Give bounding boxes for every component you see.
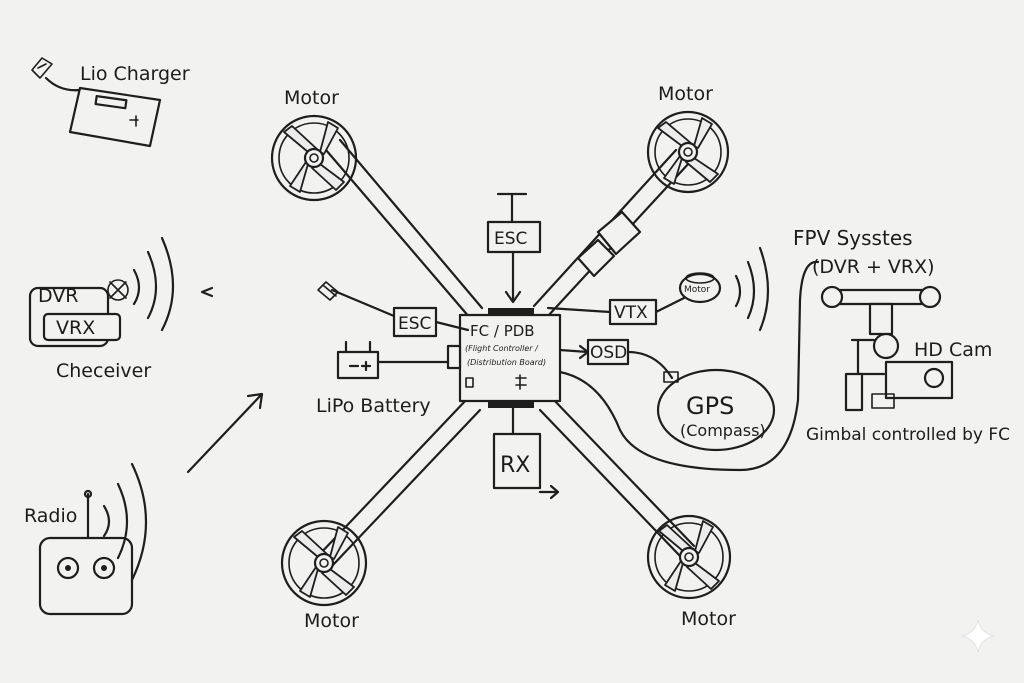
fpv-cable [558, 260, 820, 472]
gps: GPS (Compass) [656, 368, 776, 452]
vtx: VTX Motor [546, 246, 770, 332]
vtx-label: VTX [614, 303, 648, 323]
frame-arms [316, 138, 696, 568]
fc-title: FC / PDB [470, 322, 535, 340]
motor-label-bottom-left: Motor [304, 610, 359, 632]
esc-top-label: ESC [494, 229, 527, 249]
rx-label: RX [500, 453, 530, 478]
osd: OSD [558, 338, 674, 380]
fpv-subtitle: (DVR + VRX) [812, 256, 935, 278]
radio-label: Radio [24, 505, 77, 527]
motor-top-right [646, 110, 730, 194]
motor-label-top-right: Motor [658, 83, 713, 105]
motor-top-left [270, 114, 358, 202]
esc-left: ESC [317, 281, 470, 338]
rx: RX [492, 406, 560, 500]
lio-charger-label: Lio Charger [80, 63, 190, 85]
hd-cam-label: HD Cam [914, 339, 992, 361]
lio-charger: Lio Charger [31, 57, 190, 148]
motor-label-top-left: Motor [284, 87, 339, 109]
gps-label: GPS [686, 392, 734, 420]
motor-bottom-right [646, 514, 732, 600]
vrx-label: VRX [56, 317, 95, 339]
gps-compass-label: (Compass) [680, 421, 766, 440]
lipo-label: LiPo Battery [316, 395, 431, 417]
fc-pdb-board: FC / PDB (Flight Controller / (Distribut… [446, 308, 562, 408]
radio-transmitter: Radio [24, 392, 264, 616]
lipo-battery: LiPo Battery [316, 340, 450, 417]
fpv-system: FPV Sysstes (DVR + VRX) HD Cam Gimbal co… [793, 226, 1010, 445]
fc-subtitle-2: (Distribution Board) [467, 358, 546, 367]
gimbal-label: Gimbal controlled by FC [806, 425, 1010, 445]
motor-label-bottom-right: Motor [681, 608, 736, 630]
motor-small-label: Motor [684, 285, 710, 295]
receiver-unit: DVR VRX Checeiver [28, 236, 214, 382]
fc-subtitle-1: (Flight Controller / [465, 344, 539, 353]
receiver-label: Checeiver [56, 360, 151, 382]
motor-bottom-left [280, 519, 368, 607]
esc-top: ESC [486, 192, 542, 304]
osd-label: OSD [590, 343, 627, 363]
sparkle-icon [961, 619, 995, 653]
esc-left-label: ESC [398, 314, 431, 334]
dvr-label: DVR [38, 285, 79, 307]
fpv-title: FPV Sysstes [793, 226, 913, 250]
